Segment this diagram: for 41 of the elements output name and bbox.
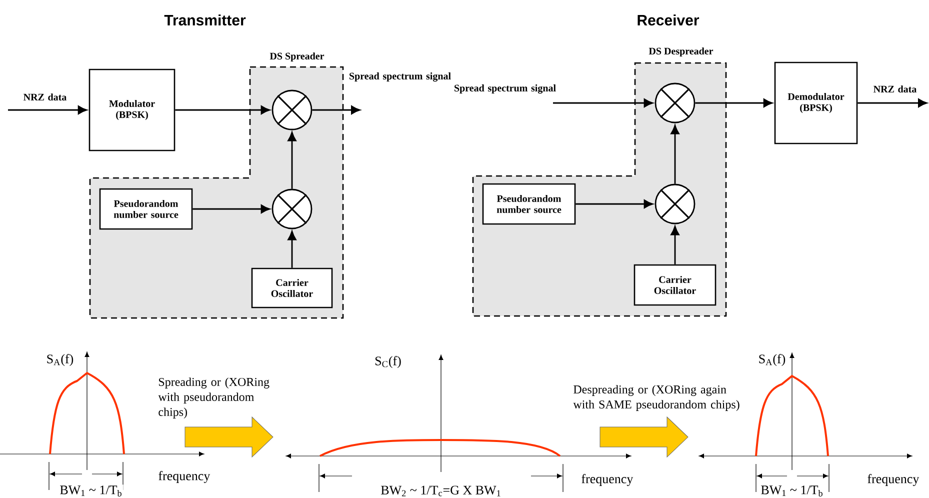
block-box: Pseudorandom number source [99, 188, 193, 230]
axis-label: frequency [158, 471, 210, 483]
arrow [8, 106, 88, 114]
section-title: Receiver [638, 14, 700, 26]
block-box: Modulator (BPSK) [88, 68, 176, 152]
block-box: Pseudorandom number source [482, 183, 576, 225]
block-box: Demodulator (BPSK) [774, 62, 858, 144]
arrow [858, 98, 928, 108]
note-text: Spreading or (XORing with pseudorandom chips) [158, 378, 270, 418]
arrow [175, 106, 270, 114]
node-label: DS Despreader [648, 47, 714, 57]
block-box: Carrier Oscillator [251, 268, 333, 308]
arrow [288, 230, 296, 268]
axis-label: S$_{C}$(f) [375, 356, 401, 368]
axis-label: S$_{A}$(f) [759, 354, 786, 366]
edge-label: NRZ data [24, 93, 66, 101]
edge-label: Spread spectrum signal [454, 84, 556, 94]
arrow [695, 98, 773, 108]
arrow [312, 106, 360, 114]
node-label: DS Spreader [270, 52, 324, 62]
axis-label: BW$_{2}$ ~ 1/T$_{c}$=G X BW$_{1}$ [381, 486, 500, 496]
section-title: Transmitter [164, 14, 246, 26]
mixer-symbol [272, 188, 312, 230]
axis-label: BW$_{1}$ ~ 1/T$_{b}$ [60, 486, 122, 496]
arrow [670, 124, 680, 184]
axis-label: S$_{A}$(f) [47, 354, 74, 366]
block-box: Carrier Oscillator [634, 264, 716, 306]
arrow [288, 132, 296, 189]
axis-label: frequency [582, 474, 634, 486]
arrow [576, 200, 654, 208]
note-text: Despreading or (XORing again with SAME pseudorandom chips) [573, 385, 740, 411]
mixer-symbol [654, 82, 696, 124]
edge-label: Spread spectrum signal [350, 72, 451, 82]
axis-label: frequency [868, 474, 920, 486]
mixer-symbol [272, 90, 312, 130]
arrow [192, 204, 270, 214]
axis-label: BW$_{1}$ ~ 1/T$_{b}$ [761, 486, 822, 496]
arrow [670, 226, 680, 264]
arrow [553, 98, 654, 108]
edge-label: NRZ data [874, 85, 917, 93]
mixer-symbol [654, 184, 696, 224]
